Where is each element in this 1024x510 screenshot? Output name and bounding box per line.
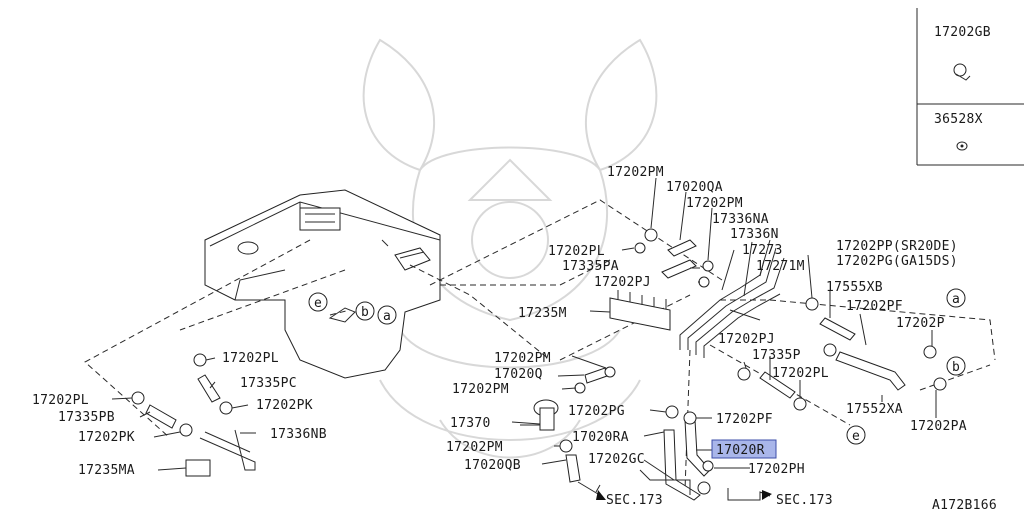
label-17020QB[interactable]: 17020QB	[464, 458, 521, 473]
watermark-logo	[362, 38, 658, 459]
diagram-code: A172B166	[932, 498, 997, 510]
callout-a-left-text: a	[383, 309, 391, 324]
label-17235M[interactable]: 17235M	[518, 306, 567, 321]
callout-e-left[interactable]: e	[308, 292, 328, 312]
clip-icon	[956, 141, 968, 151]
label-17020R[interactable]: 17020R	[716, 443, 765, 458]
label-highlight-17020R	[711, 439, 777, 459]
clamps	[131, 228, 947, 495]
callout-a-left[interactable]: a	[377, 305, 397, 325]
label-17336NB[interactable]: 17336NB	[270, 427, 327, 442]
valve-17370	[520, 399, 559, 431]
label-17370[interactable]: 17370	[450, 416, 491, 431]
label-17202PJ-mid[interactable]: 17202PJ	[718, 332, 775, 347]
label-17202PL-right[interactable]: 17202PL	[772, 366, 829, 381]
label-17202P[interactable]: 17202P	[896, 316, 945, 331]
engine-block	[204, 189, 441, 379]
callout-b-right-text: b	[952, 360, 960, 375]
legend-part-36528X: 36528X	[934, 112, 983, 127]
label-17335P[interactable]: 17335P	[752, 348, 801, 363]
label-17202PJ-top[interactable]: 17202PJ	[594, 275, 651, 290]
label-17202PM-top[interactable]: 17202PM	[607, 165, 664, 180]
label-17202PG-low[interactable]: 17202PG	[568, 404, 625, 419]
label-17202PL-left[interactable]: 17202PL	[32, 393, 89, 408]
callout-a-right-text: a	[952, 292, 960, 307]
callout-e-left-text: e	[314, 296, 322, 311]
hose-block-17235MA	[185, 459, 211, 477]
label-17020Q[interactable]: 17020Q	[494, 367, 543, 382]
label-17202PM-low[interactable]: 17202PM	[446, 440, 503, 455]
label-17202PF-right[interactable]: 17202PF	[846, 299, 903, 314]
label-17202PK-mid[interactable]: 17202PK	[256, 398, 313, 413]
legend-box: 17202GB 36528X	[916, 8, 1024, 166]
label-sec173-right[interactable]: SEC.173	[776, 493, 833, 508]
label-17271M[interactable]: 17271M	[756, 259, 805, 274]
label-17202PA[interactable]: 17202PA	[910, 419, 967, 434]
callout-e-right[interactable]: e	[846, 425, 866, 445]
callout-b-left[interactable]: b	[355, 301, 375, 321]
label-17020RA[interactable]: 17020RA	[572, 430, 629, 445]
hoses	[145, 239, 906, 501]
label-17335PB[interactable]: 17335PB	[58, 410, 115, 425]
label-17555XB[interactable]: 17555XB	[826, 280, 883, 295]
hose-bracket-17235M	[609, 290, 671, 331]
callout-b-right[interactable]: b	[946, 356, 966, 376]
section-arrows	[596, 490, 772, 500]
label-sec173-left[interactable]: SEC.173	[606, 493, 663, 508]
label-17202PM-mid[interactable]: 17202PM	[494, 351, 551, 366]
callout-a-right[interactable]: a	[946, 288, 966, 308]
label-17202GC[interactable]: 17202GC	[588, 452, 645, 467]
label-17202PL-mid[interactable]: 17202PL	[548, 244, 605, 259]
label-17202PP[interactable]: 17202PP(SR20DE)	[836, 239, 958, 254]
label-17202PH[interactable]: 17202PH	[748, 462, 805, 477]
label-17336N[interactable]: 17336N	[730, 227, 779, 242]
label-17202PL-left2[interactable]: 17202PL	[222, 351, 279, 366]
part-labels: 17202PM 17020QA 17202PM 17336NA 17336N 1…	[32, 165, 967, 508]
callout-b-left-text: b	[361, 305, 369, 320]
label-17335PC[interactable]: 17335PC	[240, 376, 297, 391]
legend-part-17202GB: 17202GB	[934, 25, 991, 40]
label-17273[interactable]: 17273	[742, 243, 783, 258]
callout-e-right-text: e	[852, 429, 860, 444]
label-17235MA[interactable]: 17235MA	[78, 463, 135, 478]
label-17202PG-ga[interactable]: 17202PG(GA15DS)	[836, 254, 958, 269]
label-17020QA[interactable]: 17020QA	[666, 180, 723, 195]
clamp-icon	[953, 63, 971, 81]
label-17202PF-low[interactable]: 17202PF	[716, 412, 773, 427]
label-17202PK-left[interactable]: 17202PK	[78, 430, 135, 445]
label-17202PM-2[interactable]: 17202PM	[686, 196, 743, 211]
label-17335PA[interactable]: 17335PA	[562, 259, 619, 274]
label-17202PM-mid2[interactable]: 17202PM	[452, 382, 509, 397]
label-17552XA[interactable]: 17552XA	[846, 402, 903, 417]
leader-lines	[111, 177, 937, 501]
label-17336NA[interactable]: 17336NA	[712, 212, 769, 227]
